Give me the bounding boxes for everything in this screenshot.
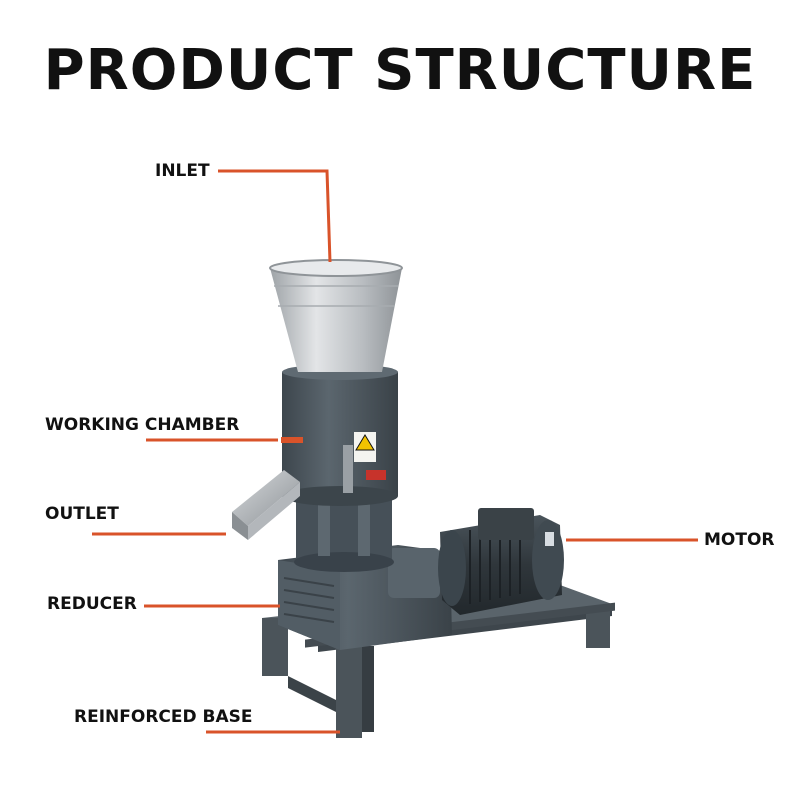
motor — [438, 508, 564, 615]
warning-sticker — [354, 432, 376, 462]
label-motor: MOTOR — [704, 530, 775, 550]
label-inlet: INLET — [155, 161, 210, 181]
label-reinforced-base: REINFORCED BASE — [74, 707, 253, 727]
page-title: PRODUCT STRUCTURE — [43, 38, 757, 103]
label-working-chamber: WORKING CHAMBER — [45, 415, 240, 435]
inlet-hopper — [269, 259, 403, 372]
reducer — [278, 545, 452, 650]
label-outlet: OUTLET — [45, 504, 119, 524]
outlet — [232, 470, 300, 540]
working-chamber — [281, 364, 398, 506]
leader-lines — [92, 169, 698, 734]
inlet-leader — [218, 169, 332, 263]
label-reducer: REDUCER — [47, 594, 137, 614]
